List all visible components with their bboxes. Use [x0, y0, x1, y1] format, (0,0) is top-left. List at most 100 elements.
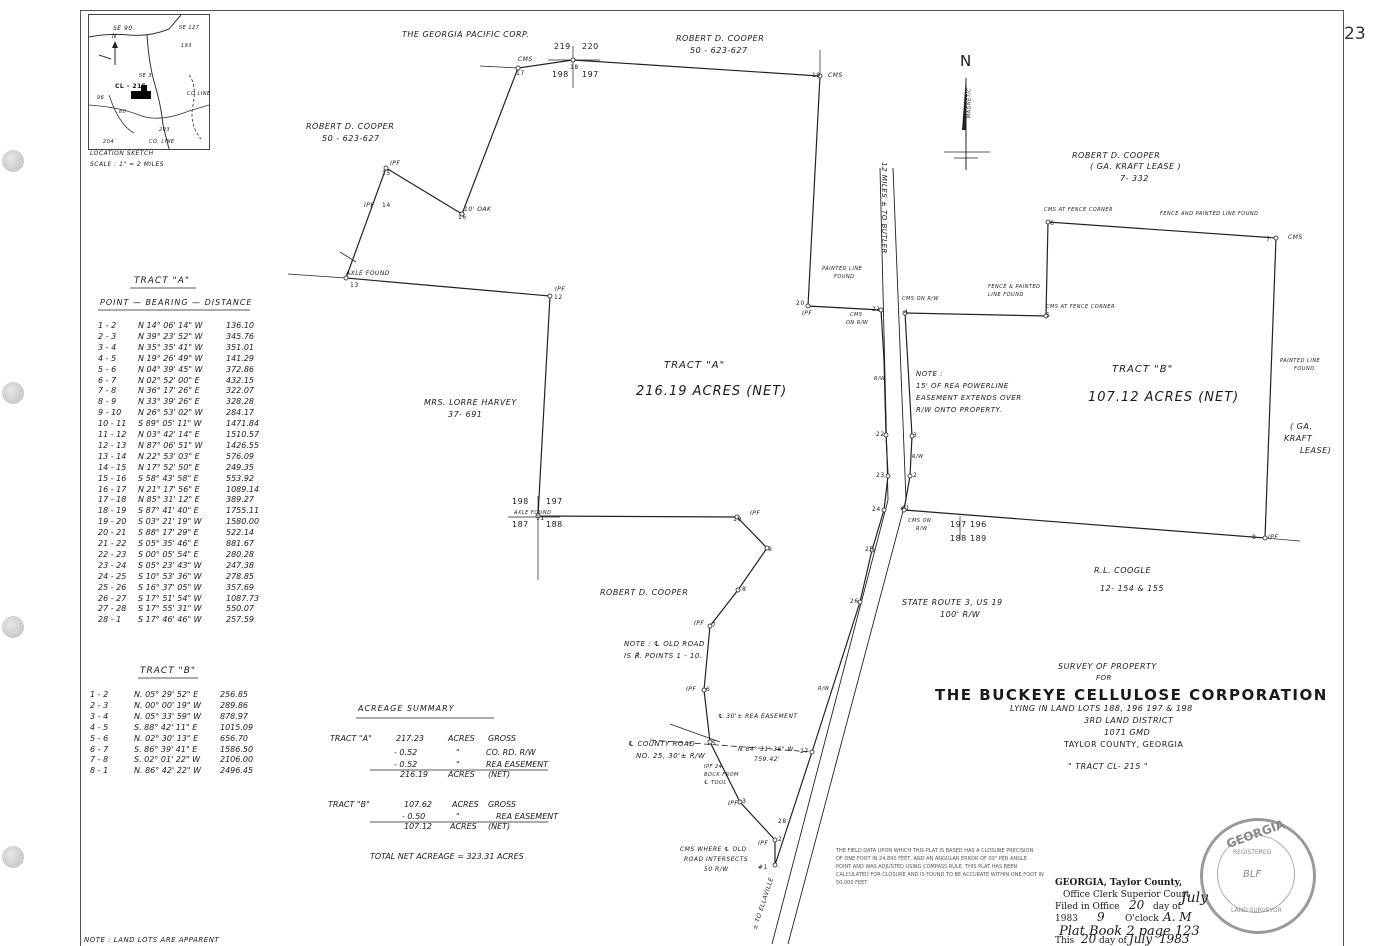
tract-a-bearing: N 03° 42' 14" E	[138, 430, 200, 439]
tract-b-bearing: S. 02° 01' 22" W	[134, 755, 201, 765]
lot-line	[1264, 537, 1301, 542]
cms-where-label: CMS WHERE ℄ OLD	[680, 846, 747, 853]
filed-ampm: A. M	[1163, 910, 1192, 924]
tract-a-course: 26 - 27	[98, 593, 127, 603]
lot-number: 219	[554, 42, 571, 51]
bearing-call: N 84° 31' 36" W	[738, 746, 794, 753]
point-number: 10	[733, 516, 742, 523]
net-tag: (NET)	[488, 822, 511, 831]
ditto-mark: "	[456, 748, 460, 757]
adjoiner-cooper-left-ref: 50 - 623-627	[322, 134, 380, 143]
tract-b-distance: 2106.00	[220, 755, 254, 765]
clerk-line: Filed in Office	[1055, 902, 1120, 912]
tract-a-course: 8 - 9	[98, 397, 117, 407]
lying-in-lots: LYING IN LAND LOTS 188, 196 197 & 198	[1010, 704, 1193, 713]
tract-a-course: 15 - 16	[98, 473, 127, 483]
tract-a-course: 27 - 28	[98, 604, 127, 614]
cert-line: 50,000 FEET.	[836, 880, 869, 886]
tract-b-boundary	[903, 221, 1277, 539]
tract-b-course: 4 - 5	[90, 722, 109, 732]
tract-a-distance: 357.69	[226, 582, 254, 592]
tract-b-distance: 2496.45	[220, 766, 254, 776]
tract-a-distance: 322.07	[226, 386, 254, 396]
tract-a-distance: 881.67	[226, 539, 254, 548]
tract-a-bearing: N 39° 23' 52" W	[138, 331, 203, 341]
tract-a-distance: 432.15	[226, 375, 254, 385]
adjoiner-coogle: R.L. COOGLE	[1094, 566, 1152, 575]
road-tag: CO. RD. R/W	[486, 748, 536, 757]
cms-on-rw-1: CMS ON	[908, 518, 932, 524]
tract-a-course: 22 - 23	[98, 549, 127, 559]
adjoiner-cooper-right-ref: 7- 332	[1120, 174, 1149, 183]
tract-a-course: 7 - 8	[98, 386, 117, 396]
bottom-note: NOTE : LAND LOTS ARE APPARENT	[84, 936, 220, 944]
for-label: FOR	[1096, 674, 1112, 682]
sketch-north-label: N	[112, 33, 117, 40]
lot-number: 189	[970, 534, 987, 543]
point-number: 9	[768, 546, 773, 553]
tract-a-bearing: N 02° 52' 00" E	[138, 375, 200, 385]
tract-a-distance: 1471.84	[226, 419, 260, 429]
ipf-dock-label: BOCK FROM	[704, 772, 739, 778]
tract-a-boundary	[345, 59, 889, 866]
tract-b-course: 1 - 2	[90, 690, 109, 699]
adjoiner-gakraft: KRAFT	[1284, 434, 1313, 443]
acres-unit: ACRES	[448, 734, 475, 743]
tract-a-bearing: S 17° 55' 31" W	[138, 604, 202, 614]
tract-designation: " TRACT CL- 215 "	[1068, 762, 1148, 771]
filed-day: 20	[1129, 898, 1145, 912]
tract-a-distance: 141.29	[226, 353, 254, 363]
point-number: 6	[706, 686, 711, 693]
adjoiner-cooper-right-sub: ( GA. KRAFT LEASE )	[1090, 162, 1182, 171]
lot-number: 197	[546, 497, 563, 506]
tract-a-bearing: N 17° 52' 50" E	[138, 462, 200, 472]
lot-number: 220	[582, 42, 599, 51]
point-number: 5	[712, 740, 717, 747]
point-number: 14	[382, 202, 391, 209]
tract-a-bearing: S 17° 51' 54" W	[138, 593, 202, 603]
tract-a-table-title: TRACT "A"	[134, 276, 190, 286]
filed-year: 1983	[1055, 914, 1078, 924]
tract-a-bearing: S 05° 35' 46" E	[138, 539, 199, 548]
north-label: N	[960, 52, 972, 70]
tract-b-gross: 107.62	[404, 800, 432, 809]
point-number: 12	[554, 294, 563, 301]
acreage-tract-a-label: TRACT "A"	[330, 734, 372, 743]
county-road-centerline	[649, 739, 813, 753]
tract-a-distance: 280.28	[226, 549, 254, 559]
tract-b-bearing: N. 86° 42' 22" W	[134, 766, 202, 776]
lot-number: 197	[950, 520, 967, 529]
adjoiner-cooper-right: ROBERT D. COOPER	[1072, 151, 1161, 160]
cms-on-rw-21: CMS	[850, 312, 863, 318]
point-number: 2	[778, 836, 783, 843]
tract-a-bearing: N 36° 17' 26" E	[138, 386, 200, 396]
tract-a-distance: 345.76	[226, 331, 254, 341]
tract-a-course: 21 - 22	[98, 539, 127, 548]
tract-a-course: 2 - 3	[98, 331, 117, 341]
tract-a-distance: 1426.55	[226, 440, 260, 450]
tract-a-course: 20 - 21	[98, 528, 127, 538]
tract-a-bearing: N 14° 06' 14" W	[138, 321, 203, 330]
clerk-line: GEORGIA, Taylor County,	[1055, 878, 1183, 888]
page-number: 23	[1344, 24, 1366, 44]
point-number: 5	[1046, 312, 1051, 319]
tract-b-net: 107.12	[404, 822, 432, 831]
lot-line	[287, 273, 347, 279]
tract-a-course: 28 - 1	[98, 615, 122, 625]
magnetic-label: MAGNETIC	[966, 87, 973, 119]
point-number: 15	[382, 170, 391, 177]
tract-a-bearing: N 33° 39' 26" E	[138, 397, 200, 407]
clerk-line: day of	[1099, 936, 1127, 946]
rea-easement-label: ℄ 30'± REA EASEMENT	[718, 713, 798, 720]
tract-b-distance: 256.85	[220, 690, 248, 699]
tract-a-bearing: N 26° 53' 02" W	[138, 408, 203, 418]
tract-b-course: 5 - 6	[90, 733, 109, 743]
gmd: 1071 GMD	[1104, 728, 1151, 737]
sketch-label: 96	[97, 95, 105, 101]
seal-signature: BLF	[1243, 869, 1262, 880]
highway-right-rw-south	[787, 499, 907, 944]
location-sketch-map	[88, 14, 210, 150]
highway-right-rw	[892, 167, 907, 501]
tract-a-bearing: S 05° 23' 43" W	[138, 560, 202, 570]
tract-a-bearing: S 16° 37' 05" W	[138, 582, 202, 592]
